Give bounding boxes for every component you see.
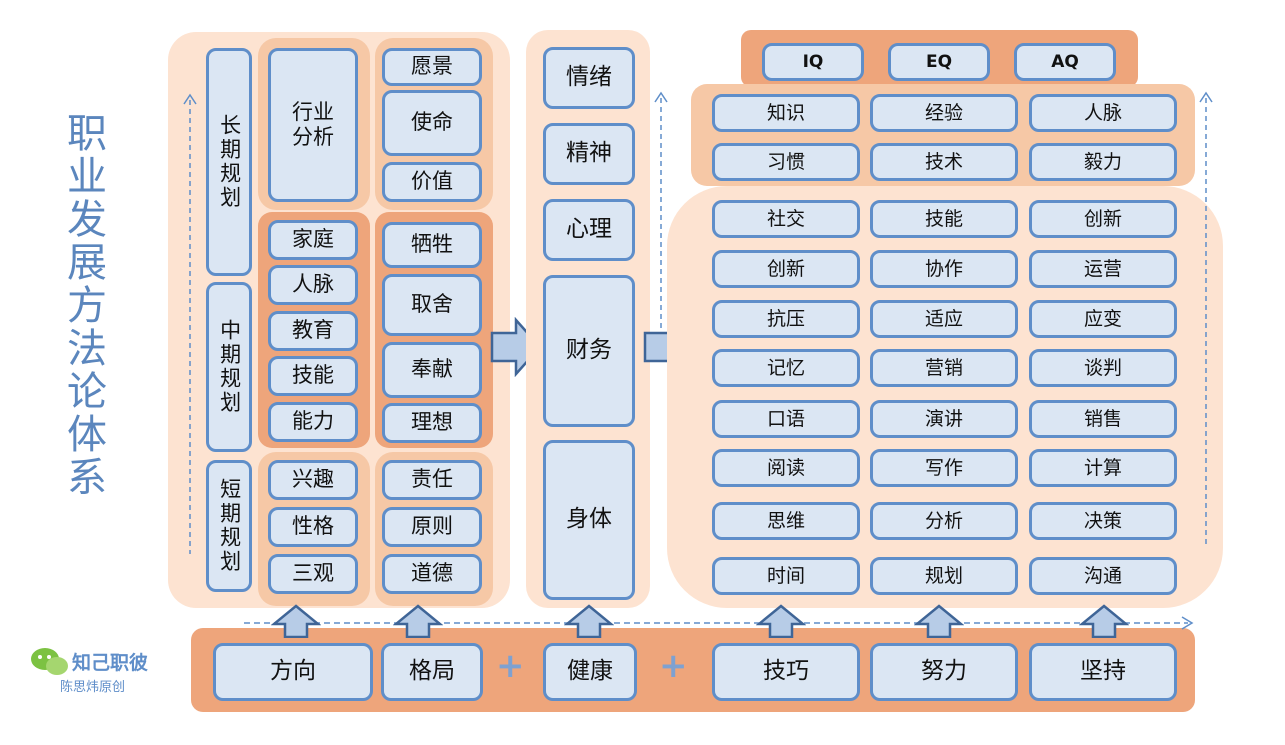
up-arrow-icon — [271, 604, 321, 638]
skill-item: 规划 — [870, 557, 1018, 595]
health-item: 身体 — [543, 440, 635, 600]
plan-short: 短期规划 — [206, 460, 252, 592]
industry-analysis-box: 行业分析 — [268, 48, 358, 202]
col3-top-item: 愿景 — [382, 48, 482, 86]
growth-arrow — [654, 91, 668, 328]
skill-item: 阅读 — [712, 449, 860, 487]
skill-item: 抗压 — [712, 300, 860, 338]
plus-sign: + — [659, 646, 688, 686]
skill-item: 创新 — [712, 250, 860, 288]
col3-top-item: 使命 — [382, 90, 482, 156]
brand-author: 陈思炜原创 — [60, 680, 126, 695]
skill-item: 分析 — [870, 502, 1018, 540]
col2-mid-item: 家庭 — [268, 220, 358, 260]
col3-bot-item: 责任 — [382, 460, 482, 500]
skill-item: 记忆 — [712, 349, 860, 387]
up-arrow-icon — [393, 604, 443, 638]
plan-mid: 中期规划 — [206, 282, 252, 452]
q-item: IQ — [762, 43, 864, 81]
foundation-item: 努力 — [870, 643, 1018, 701]
foundation-item: 方向 — [213, 643, 373, 701]
col3-mid-item: 理想 — [382, 403, 482, 443]
health-item: 心理 — [543, 199, 635, 261]
col2-bot-item: 三观 — [268, 554, 358, 594]
health-item: 财务 — [543, 275, 635, 427]
col2-mid-item: 教育 — [268, 311, 358, 351]
col2-mid-item: 技能 — [268, 356, 358, 396]
col2-bot-item: 兴趣 — [268, 460, 358, 500]
skill-item: 协作 — [870, 250, 1018, 288]
foundation-item: 技巧 — [712, 643, 860, 701]
skill-item: 演讲 — [870, 400, 1018, 438]
plan-long: 长期规划 — [206, 48, 252, 276]
foundation-item: 格局 — [381, 643, 483, 701]
growth-arrow — [1199, 91, 1213, 548]
q-item: AQ — [1014, 43, 1116, 81]
health-item: 情绪 — [543, 47, 635, 109]
col3-top-item: 价值 — [382, 162, 482, 202]
col3-mid-item: 取舍 — [382, 274, 482, 336]
up-arrow-icon — [914, 604, 964, 638]
quality-item: 毅力 — [1029, 143, 1177, 181]
skill-item: 技能 — [870, 200, 1018, 238]
skill-item: 适应 — [870, 300, 1018, 338]
up-arrow-icon — [1079, 604, 1129, 638]
skill-item: 写作 — [870, 449, 1018, 487]
quality-item: 习惯 — [712, 143, 860, 181]
q-item: EQ — [888, 43, 990, 81]
skill-item: 口语 — [712, 400, 860, 438]
skill-item: 计算 — [1029, 449, 1177, 487]
skill-item: 沟通 — [1029, 557, 1177, 595]
col3-bot-item: 原则 — [382, 507, 482, 547]
page-title: 职业发展方法论体系 — [60, 112, 106, 499]
col2-mid-item: 人脉 — [268, 265, 358, 305]
skill-item: 时间 — [712, 557, 860, 595]
up-arrow-icon — [756, 604, 806, 638]
col2-mid-item: 能力 — [268, 402, 358, 442]
up-arrow-icon — [564, 604, 614, 638]
brand-name: 知己职彼 — [72, 652, 149, 674]
quality-item: 人脉 — [1029, 94, 1177, 132]
wechat-icon — [31, 648, 68, 675]
col3-mid-item: 牺牲 — [382, 222, 482, 268]
col3-bot-item: 道德 — [382, 554, 482, 594]
skill-item: 社交 — [712, 200, 860, 238]
timeline-arrow — [183, 93, 197, 554]
skill-item: 决策 — [1029, 502, 1177, 540]
skill-item: 销售 — [1029, 400, 1177, 438]
quality-item: 知识 — [712, 94, 860, 132]
col2-bot-item: 性格 — [268, 507, 358, 547]
col3-mid-item: 奉献 — [382, 342, 482, 398]
foundation-item: 坚持 — [1029, 643, 1177, 701]
skill-item: 思维 — [712, 502, 860, 540]
skill-item: 营销 — [870, 349, 1018, 387]
foundation-item: 健康 — [543, 643, 637, 701]
health-item: 精神 — [543, 123, 635, 185]
quality-item: 经验 — [870, 94, 1018, 132]
quality-item: 技术 — [870, 143, 1018, 181]
skill-item: 创新 — [1029, 200, 1177, 238]
skill-item: 谈判 — [1029, 349, 1177, 387]
foundation-arrow — [244, 616, 1194, 630]
skill-item: 应变 — [1029, 300, 1177, 338]
skill-item: 运营 — [1029, 250, 1177, 288]
plus-sign: + — [496, 646, 525, 686]
